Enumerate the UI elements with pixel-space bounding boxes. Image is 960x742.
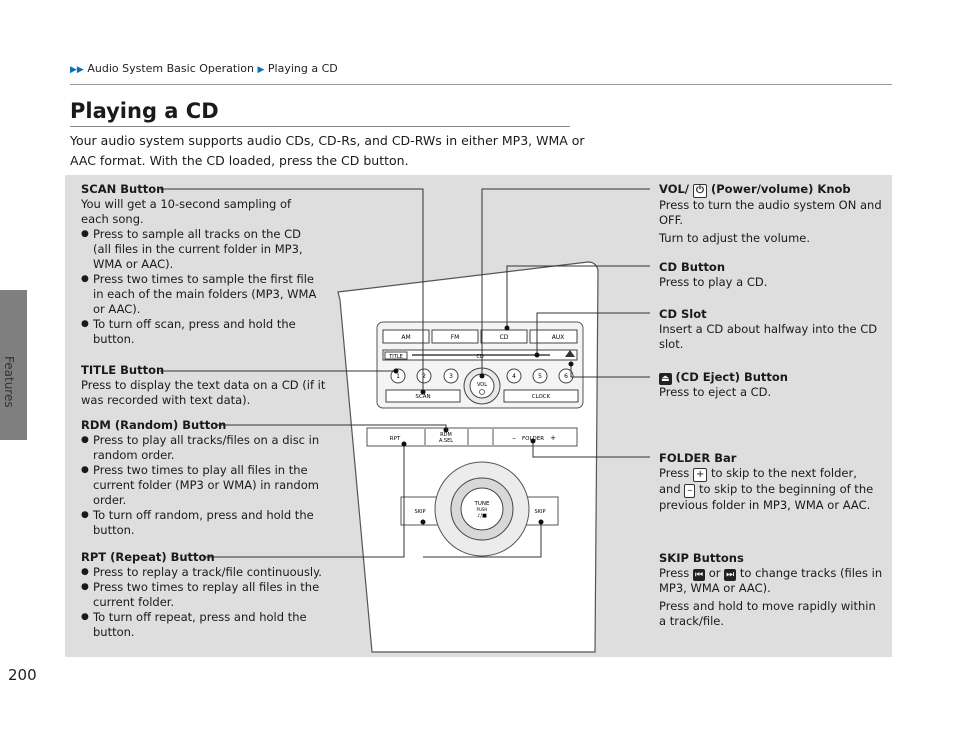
list-item: To turn off repeat, press and hold the b…	[81, 610, 331, 640]
list-item: Press to replay a track/file continuousl…	[81, 565, 331, 580]
intro-text: Your audio system supports audio CDs, CD…	[70, 133, 585, 168]
eject-icon: ⏏	[659, 373, 672, 385]
power-icon: ⏻	[693, 184, 707, 198]
skip-line-1: Press ⏮ or ⏭ to change tracks (files in …	[659, 566, 883, 595]
list-item: Press two times to sample the first file…	[81, 272, 321, 317]
vol-callout: VOL/ ⏻ (Power/volume) Knob Press to turn…	[659, 182, 884, 246]
title-button-desc: Press to display the text data on a CD (…	[81, 378, 326, 407]
push-label: PUSH	[477, 507, 488, 512]
eject-title: (CD Eject) Button	[675, 370, 788, 384]
breadcrumb-current[interactable]: Playing a CD	[267, 62, 338, 75]
title-rule	[70, 126, 570, 127]
scan-callout: SCAN Button You will get a 10-second sam…	[81, 182, 321, 347]
breadcrumb-parent[interactable]: Audio System Basic Operation	[87, 62, 254, 75]
callout-dots	[393, 325, 574, 525]
cd-title: CD Button	[659, 260, 726, 274]
list-item: To turn off random, press and hold the b…	[81, 508, 326, 538]
skip-back-button[interactable]: SKIP	[415, 509, 426, 515]
minus-icon: –	[684, 484, 696, 498]
vol-label: VOL	[477, 382, 487, 388]
preset-3[interactable]: 3	[449, 373, 453, 380]
breadcrumb-arrow-icon: ▶▶	[70, 65, 84, 75]
top-button-row: AM FM CD AUX	[382, 329, 578, 344]
folder-callout: FOLDER Bar Press + to skip to the next f…	[659, 451, 884, 513]
rpt-button[interactable]: RPT	[390, 436, 401, 442]
folder-title: FOLDER Bar	[659, 451, 737, 465]
folder-minus[interactable]: –	[512, 434, 516, 442]
skip-title: SKIP Buttons	[659, 551, 744, 565]
title-button-title: TITLE Button	[81, 363, 165, 377]
skip-back-icon: ⏮	[692, 569, 706, 581]
vol-title-post: (Power/volume) Knob	[710, 182, 851, 196]
title-button[interactable]: TITLE	[388, 354, 403, 360]
preset-6[interactable]: 6	[564, 373, 568, 380]
callout-lines	[160, 188, 650, 558]
svg-text:CD: CD	[476, 354, 483, 360]
eject-desc: Press to eject a CD.	[659, 385, 772, 399]
scan-button[interactable]: SCAN	[415, 394, 430, 400]
tune-knob[interactable]	[460, 487, 504, 531]
page-number: 200	[8, 666, 37, 684]
rdm-button[interactable]: RDM	[440, 432, 452, 438]
skip-forward-button[interactable]: SKIP	[535, 509, 546, 515]
asel-label: A.SEL	[439, 438, 453, 444]
aux-button[interactable]: AUX	[552, 334, 565, 341]
skip-line-2: Press and hold to move rapidly within a …	[659, 599, 876, 628]
preset-4[interactable]: 4	[512, 373, 516, 380]
eject-callout: ⏏ (CD Eject) Button Press to eject a CD.	[659, 370, 884, 400]
scan-bullets: Press to sample all tracks on the CD (al…	[81, 227, 321, 347]
rpt-callout: RPT (Repeat) Button Press to replay a tr…	[81, 550, 331, 640]
section-tab	[0, 290, 27, 440]
preset-5[interactable]: 5	[538, 373, 542, 380]
rdm-title: RDM (Random) Button	[81, 418, 227, 432]
tune-label: TUNE	[474, 501, 490, 507]
slot-callout: CD Slot Insert a CD about halfway into t…	[659, 307, 884, 352]
clock-button[interactable]: CLOCK	[532, 394, 551, 400]
page-title: Playing a CD	[70, 99, 219, 123]
scan-desc: You will get a 10-second sampling of eac…	[81, 197, 292, 226]
title-callout: TITLE Button Press to display the text d…	[81, 363, 326, 408]
folder-plus[interactable]: +	[550, 434, 556, 442]
folder-line-2: and – to skip to the beginning of the pr…	[659, 482, 874, 512]
plus-icon: +	[692, 468, 708, 482]
slot-title: CD Slot	[659, 307, 707, 321]
vol-title-pre: VOL/	[659, 182, 690, 196]
power-icon	[479, 389, 485, 395]
eject-icon[interactable]	[565, 350, 575, 357]
preset-1[interactable]: 1	[396, 373, 400, 380]
breadcrumb-arrow-icon: ▶	[257, 65, 265, 75]
cd-desc: Press to play a CD.	[659, 275, 768, 289]
rdm-bullets: Press to play all tracks/files on a disc…	[81, 433, 326, 538]
list-item: Press to sample all tracks on the CD (al…	[81, 227, 321, 272]
vol-desc-2: Turn to adjust the volume.	[659, 231, 811, 245]
breadcrumb: ▶▶ Audio System Basic Operation ▶ Playin…	[70, 62, 338, 75]
rdm-callout: RDM (Random) Button Press to play all tr…	[81, 418, 326, 538]
skip-callout: SKIP Buttons Press ⏮ or ⏭ to change trac…	[659, 551, 884, 629]
fm-button[interactable]: FM	[451, 334, 460, 341]
cd-button[interactable]: CD	[500, 334, 509, 341]
preset-buttons: 1 2 3 4 5 6	[390, 368, 574, 384]
rpt-bullets: Press to replay a track/file continuousl…	[81, 565, 331, 640]
list-item: Press two times to replay all files in t…	[81, 580, 331, 610]
play-pause-label: ♪/■	[477, 513, 487, 519]
vol-desc-1: Press to turn the audio system ON and OF…	[659, 198, 882, 227]
am-button[interactable]: AM	[401, 334, 410, 341]
rpt-title: RPT (Repeat) Button	[81, 550, 215, 564]
list-item: Press two times to play all files in the…	[81, 463, 326, 508]
list-item: Press to play all tracks/files on a disc…	[81, 433, 326, 463]
preset-2[interactable]: 2	[422, 373, 426, 380]
scan-title: SCAN Button	[81, 182, 165, 196]
header-rule	[70, 84, 892, 85]
skip-forward-icon: ⏭	[724, 569, 737, 581]
cd-callout: CD Button Press to play a CD.	[659, 260, 884, 290]
folder-line-1: Press + to skip to the next folder,	[659, 466, 857, 482]
list-item: To turn off scan, press and hold the but…	[81, 317, 321, 347]
slot-desc: Insert a CD about halfway into the CD sl…	[659, 322, 878, 351]
